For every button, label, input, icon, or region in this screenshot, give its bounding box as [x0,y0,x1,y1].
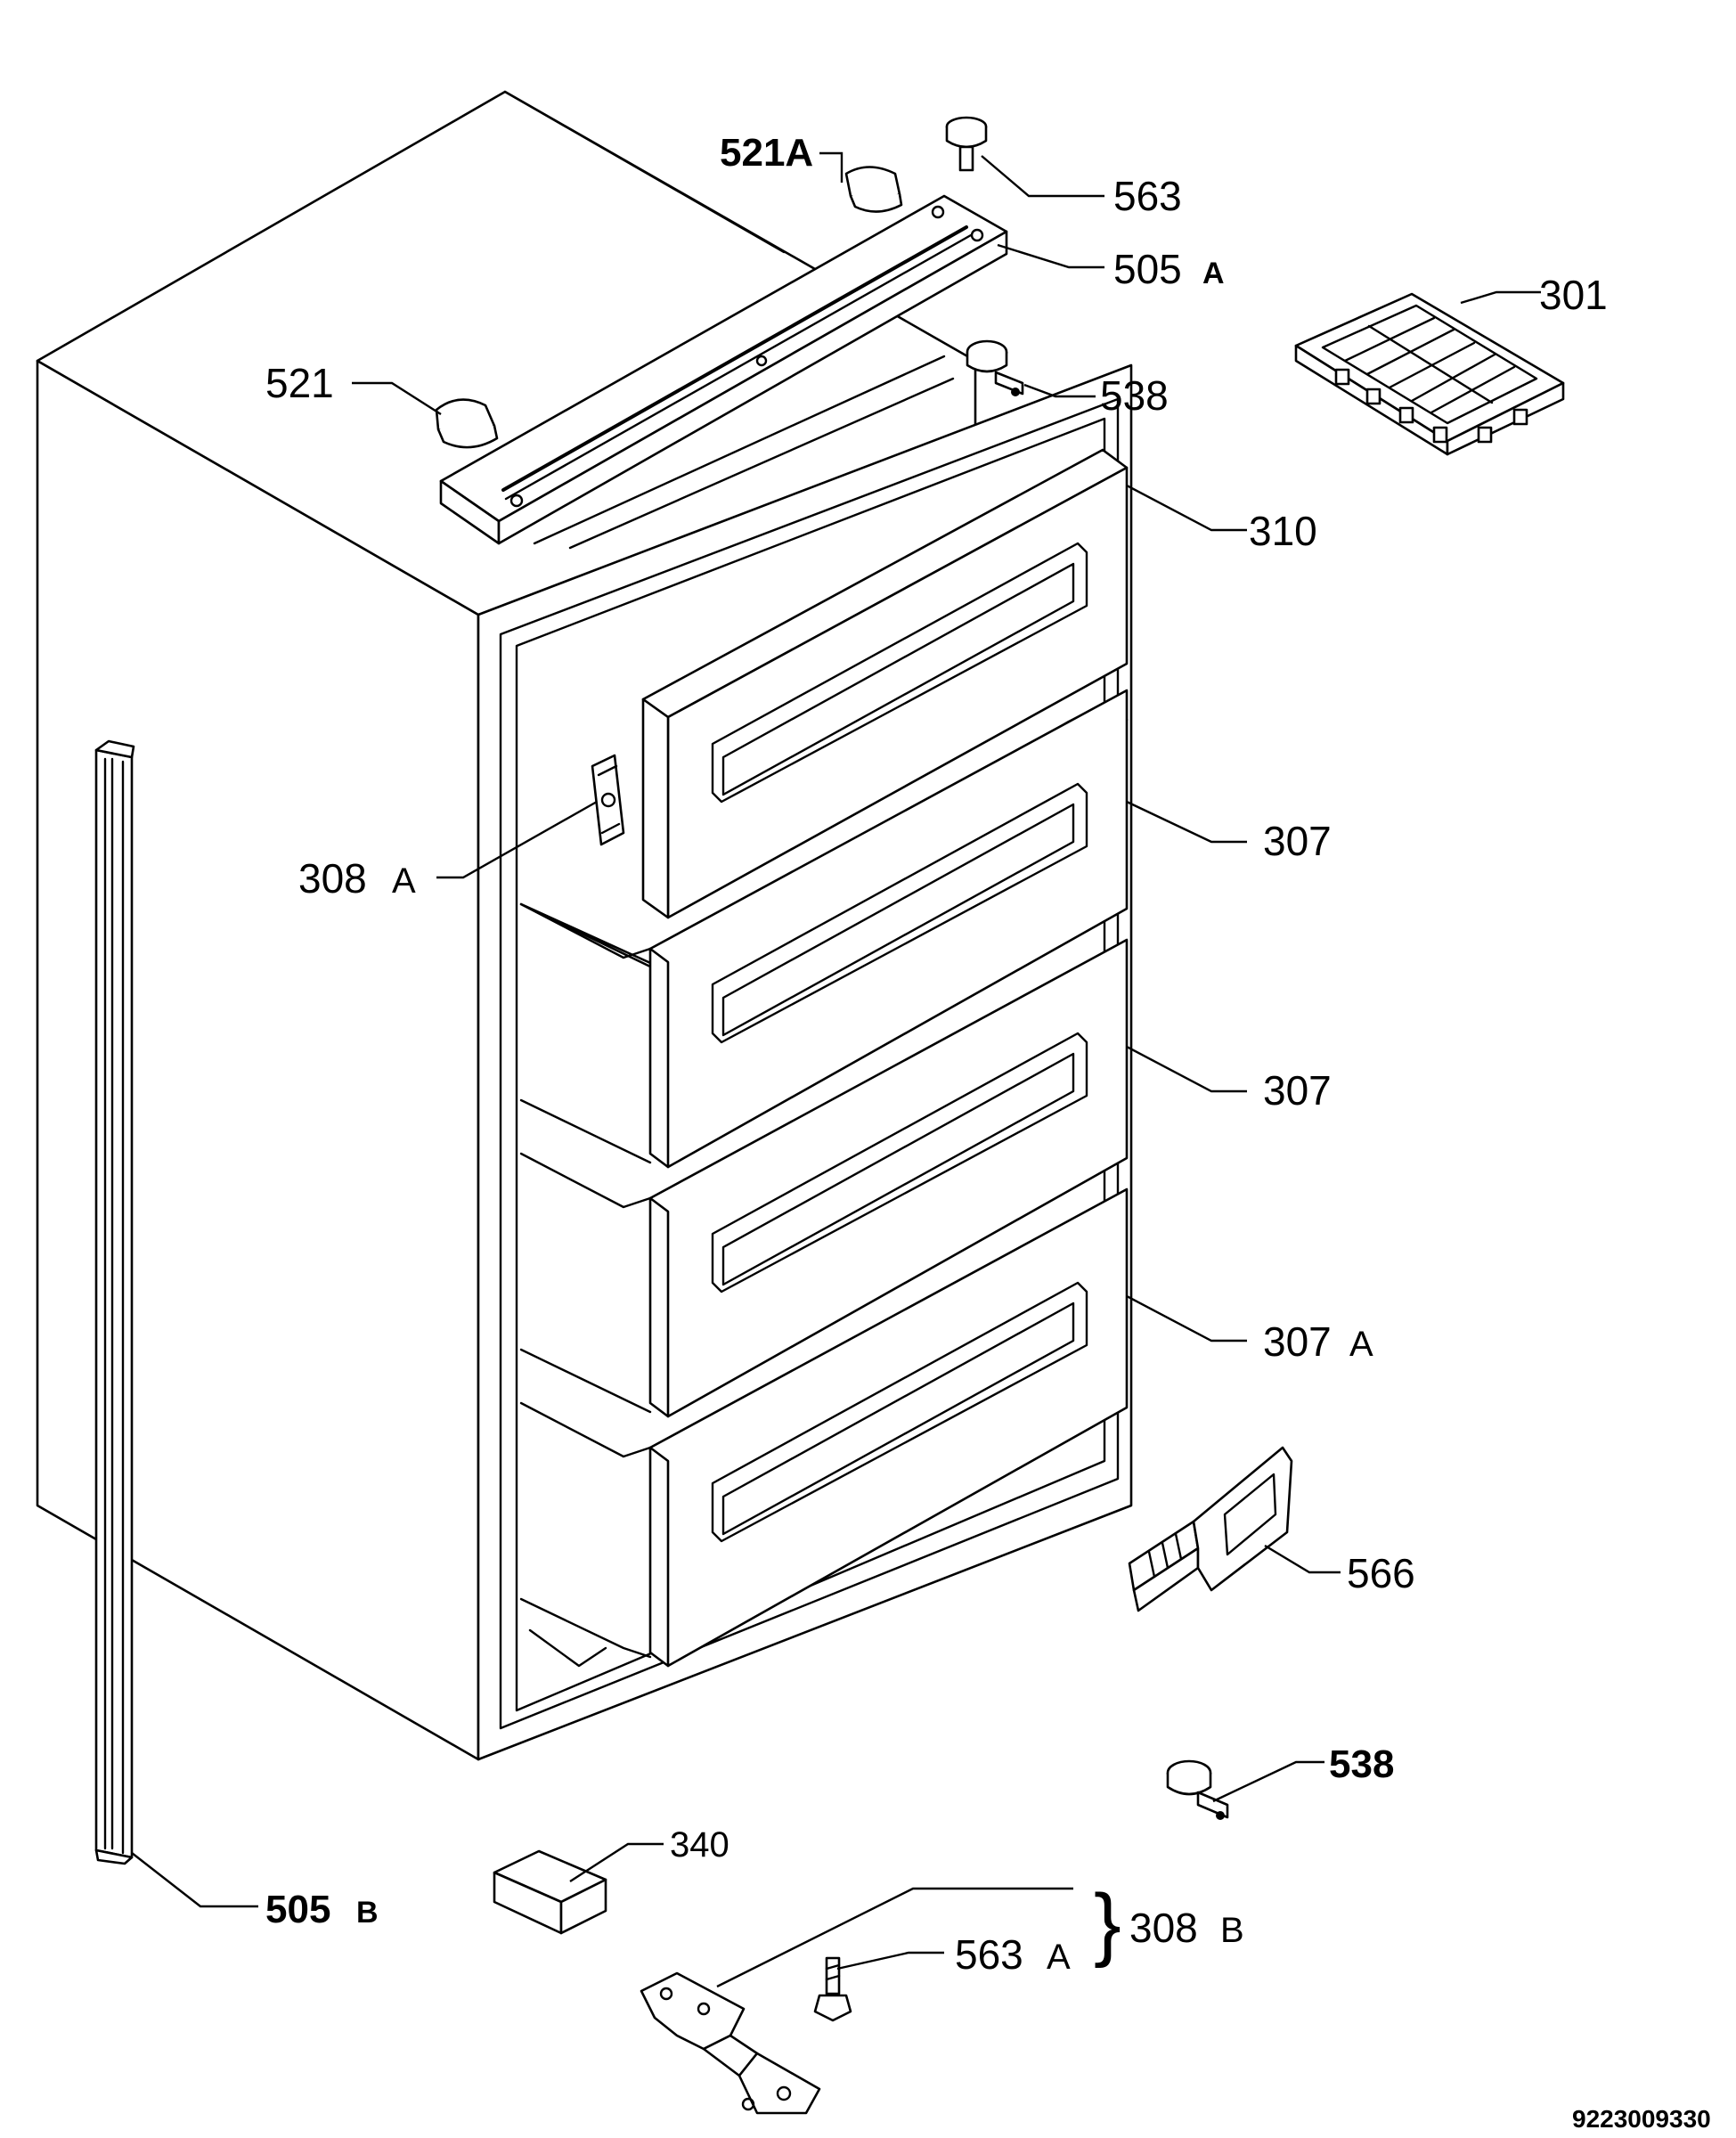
label-307-lower: 307 [1263,1067,1332,1114]
cover-cap-521 [435,398,499,449]
cover-cap-521a [844,166,903,213]
label-563a-suffix: A [1047,1938,1071,1977]
label-505a: 505 [1113,246,1182,292]
drawer-307a [519,1187,1129,1668]
label-308a-suffix: A [392,861,416,901]
label-521: 521 [265,360,334,406]
drawer-307-lower [519,938,1129,1418]
ice-tray-301 [1294,292,1565,456]
label-521a: 521A [720,131,813,175]
screw-563a [813,1956,852,2022]
label-308b: 308 [1129,1905,1198,1951]
label-310: 310 [1249,508,1317,554]
label-505a-suffix: A [1202,257,1225,290]
hinge-plate-308a [591,754,625,846]
label-308a: 308 [298,855,367,902]
drawer-307-upper [519,689,1129,1169]
label-307a-suffix: A [1349,1325,1373,1364]
label-538-top: 538 [1100,372,1169,419]
document-number: 9223009330 [1572,2105,1711,2133]
pin-563 [945,116,988,172]
door-stop-538-bottom [1166,1759,1229,1820]
label-308b-suffix: B [1220,1911,1244,1950]
label-563: 563 [1113,173,1182,219]
drawer-310 [641,448,1129,919]
label-307-upper: 307 [1263,818,1332,864]
top-hinge-bracket-505a [439,194,1008,550]
label-563a: 563 [955,1931,1023,1978]
grouping-brace: } [1094,1878,1121,1969]
label-301: 301 [1539,272,1608,318]
door-stop-538-top [966,339,1024,396]
label-340: 340 [670,1825,729,1865]
door-gasket-505b [94,739,135,1865]
label-566: 566 [1347,1550,1415,1596]
label-538-bottom: 538 [1329,1742,1394,1786]
block-340 [493,1849,607,1935]
label-505b-suffix: B [356,1896,379,1930]
label-505b: 505 [265,1888,330,1931]
leader-lines [131,151,1541,1988]
bracket-566 [1128,1446,1293,1612]
label-307a: 307 [1263,1318,1332,1365]
part-labels: 521A 563 505 A 301 521 538 310 308 A 307… [265,131,1711,2133]
bottom-hinge-308b [640,1971,821,2115]
